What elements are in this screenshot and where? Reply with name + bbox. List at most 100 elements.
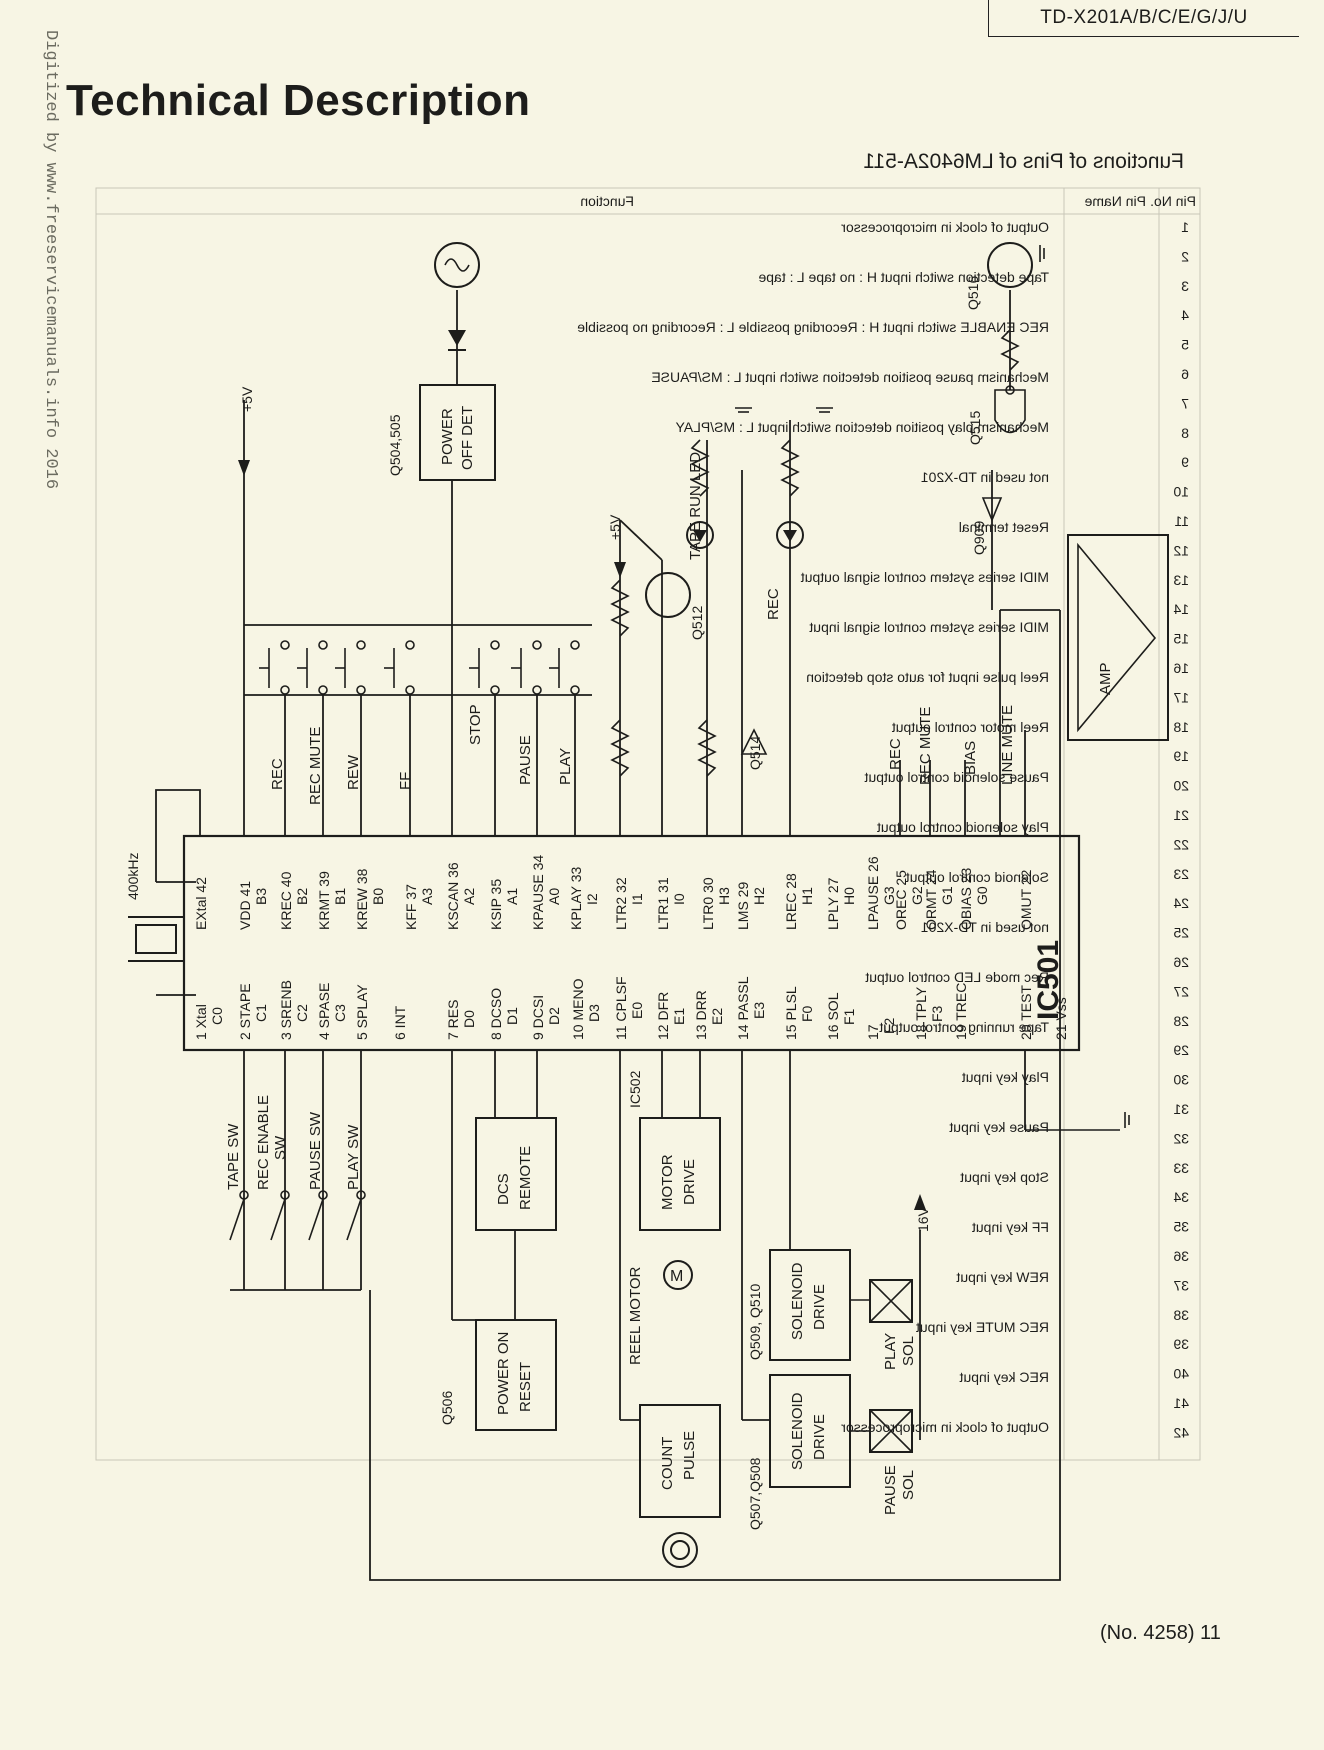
ic-pin-right: LPLY 27 [825,877,841,930]
sw-pause-label: PAUSE SW [307,1111,324,1190]
tape-switch-lever [308,1198,324,1241]
ghost-pin-number: 11 [1174,513,1189,529]
power-on-label-1: POWER ON [495,1332,512,1415]
q507-label: Q507,Q508 [747,1457,763,1530]
plus16v-label: 16V [915,1206,931,1232]
ghost-pin-number: 32 [1173,1130,1189,1146]
key-ff-label: FF [397,772,414,790]
out-bias-label: BIAS [962,741,979,775]
ic-pin-left: 2 STAPE [237,983,253,1040]
ic-pin-left: 1 Xtal [193,1004,209,1040]
key-labels: REC REC MUTE REW FF STOP PAUSE PLAY [269,704,574,805]
sol1-label-2: DRIVE [811,1284,828,1330]
ic-pin-right: OBIAS 23 [958,868,974,930]
ghost-pin-number: 35 [1173,1219,1189,1235]
key-switch-contact [405,685,415,695]
ic-pin-right: KPLAY 33 [568,866,584,930]
ic-pin-left-alt: C0 [209,1007,225,1025]
key-pause-label: PAUSE [517,735,534,785]
ghost-function-row: not used in TD-X201 [921,469,1049,485]
q515-label: Q515 [967,411,983,445]
ghost-function-row: Tape running control output [879,1019,1049,1035]
key-stop-label: STOP [467,704,484,745]
ghost-pin-number: 38 [1173,1307,1189,1323]
ghost-function-row: FF key input [972,1219,1049,1235]
ic-pin-left: 13 DRR [693,990,709,1040]
power-off-det-label-1: POWER [439,408,456,465]
key-switch-contact [570,640,580,650]
ic-pin-right: KREW 38 [354,868,370,930]
ic-pin-left-alt: E2 [709,1008,725,1025]
ghost-table-heading: Functions of Pins of LM6402A-511 [863,150,1184,173]
key-switch-contact [280,685,290,695]
tape-switch-lever [229,1198,245,1241]
sol2-label-2: DRIVE [811,1414,828,1460]
ic501-label: IC501 [1032,940,1065,1020]
ghost-function-row: MIDI series system control signal input [809,619,1049,635]
ghost-pin-number: 23 [1173,866,1189,882]
ghost-pin-number: 24 [1173,895,1189,911]
ghost-function-row: Pause key input [949,1119,1049,1135]
sw-rec-enable-label-1: REC ENABLE [255,1095,272,1190]
q514-label: Q514 [747,736,763,770]
key-switch-contact [490,640,500,650]
ghost-pin-number: 33 [1173,1160,1189,1176]
ic-pin-left-alt: F3 [929,1005,945,1022]
key-switch-contact [490,685,500,695]
ic-pin-right-alt: B0 [370,888,386,905]
page-title: Technical Description [66,76,531,125]
q506-label: Q506 [439,1391,455,1425]
power-on-label-2: RESET [517,1362,534,1412]
key-switch-contact [405,640,415,650]
ic-pin-left: 15 PLSL [783,986,799,1040]
ghost-pin-number: 1 [1181,219,1189,235]
ic-pin-right: LTR1 31 [655,877,671,930]
ic-pin-left: 16 SOL [825,992,841,1040]
ghost-pin-number: 31 [1173,1101,1189,1117]
ic-pin-left: 21 Vss [1053,997,1069,1040]
ic-pin-left: 8 DCSO [488,988,504,1040]
plus5v-label: +5V [239,386,255,412]
q512-transistor-icon [645,572,691,618]
plus5v-led-label: +5V [607,514,623,540]
ghost-function-row: not used in TD-X201 [921,919,1049,935]
ic-pin-right: OMUT 22 [1018,869,1034,930]
power-off-det-label-2: OFF DET [459,406,476,470]
ic-pin-left: 19 TREC [953,983,969,1040]
ic-pin-right: KFF 37 [403,884,419,930]
ic-pin-right: LMS 29 [735,882,751,930]
ic-pin-right-alt: B1 [332,888,348,905]
q504-label: Q504,505 [387,414,403,476]
ic-pin-left: 7 RES [445,1000,461,1040]
pause-sol-label-2: SOL [900,1470,917,1500]
ic-pin-left: 4 SPASE [316,983,332,1040]
ghost-pin-number: 27 [1173,983,1189,999]
ghost-function-row: Tape detection switch input H : no tape … [758,269,1049,285]
ghost-pin-number: 26 [1173,954,1189,970]
ic-pin-left-alt: F2 [881,1017,897,1034]
key-play-label: PLAY [557,748,574,785]
ghost-col-pin-name: Pin Name [1084,193,1146,209]
key-switch-contact [356,685,366,695]
play-sol-label-1: PLAY [882,1333,899,1370]
ic-pin-right-alt: B2 [294,888,310,905]
ghost-function-row: Rec mode LED control output [865,969,1049,985]
model-number: TD-X201A/B/C/E/G/J/U [988,0,1299,37]
rec-led-label: REC [765,588,782,620]
ic-pin-left: 9 DCSI [530,995,546,1040]
pause-sol-label-1: PAUSE [882,1465,899,1515]
ic-pin-right: LTR2 32 [613,877,629,930]
dcs-label-1: DCS [495,1173,512,1205]
ic-pin-left: 12 DFR [655,992,671,1040]
watermark: Digitized by www.freeservicemanuals.info… [41,30,60,490]
ic-pin-left: 3 SRENB [278,980,294,1040]
q516-transistor-icon [987,242,1033,288]
ic-pin-right: KPAUSE 34 [530,855,546,930]
ghost-function-row: Reel motor control output [892,719,1049,735]
ic-pin-right-alt: H2 [751,887,767,905]
ic-pin-left-alt: E0 [629,1002,645,1019]
pause-solenoid-drive-block: SOLENOID DRIVE Q507,Q508 PAUSE SOL [747,1374,917,1530]
ghost-function-row: REC ENABLE switch input H : Recording po… [577,319,1049,335]
